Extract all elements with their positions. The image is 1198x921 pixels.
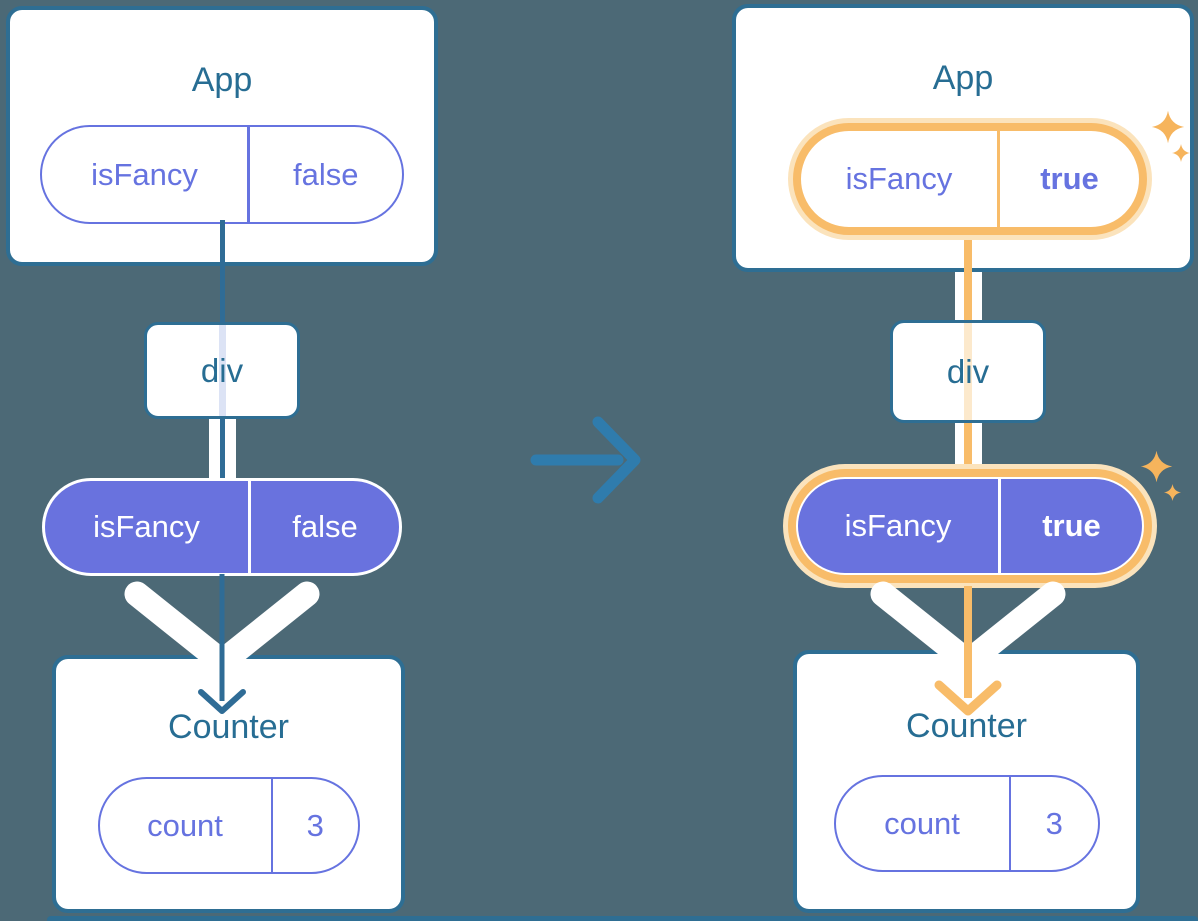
- after-app-title: App: [932, 59, 994, 97]
- before-div-box: div: [144, 322, 300, 419]
- ghost-line: [219, 325, 226, 416]
- after-app-pill-tail: [964, 236, 972, 272]
- after-div-label: div: [946, 352, 990, 390]
- after-app-div-connector: [955, 272, 982, 320]
- before-div-label: div: [200, 351, 244, 389]
- ghost-line: [964, 323, 972, 420]
- before-div-pill-connector: [209, 419, 236, 479]
- before-flow-arrow-icon: [124, 574, 320, 714]
- transition-arrow-right-icon: [530, 416, 641, 504]
- after-app-prop-pill: isFancy true: [788, 118, 1152, 240]
- sparkle-icon: [1140, 450, 1173, 483]
- before-passed-prop-pill: isFancy false: [42, 478, 402, 576]
- before-app-title: App: [191, 61, 253, 99]
- pill-divider: [247, 127, 250, 222]
- pill-divider: [248, 481, 251, 573]
- prop-name: isFancy: [845, 161, 953, 196]
- state-name: count: [147, 807, 223, 843]
- pill-divider: [1008, 777, 1011, 870]
- prop-name: isFancy: [91, 156, 198, 192]
- prop-value: false: [292, 509, 358, 544]
- sparkle-icon: [1151, 110, 1185, 144]
- before-app-div-connector: [220, 220, 225, 323]
- state-name: count: [884, 805, 960, 841]
- before-counter-state-pill: count 3: [97, 777, 360, 874]
- pill-divider: [998, 479, 1001, 573]
- pill-divider: [270, 779, 273, 872]
- prop-name: isFancy: [844, 508, 952, 543]
- cropped-card-edge: [47, 916, 1198, 921]
- after-div-box: div: [890, 320, 1046, 423]
- sparkle-icon: [1172, 144, 1190, 162]
- after-flow-arrow-icon: [870, 581, 1066, 716]
- state-value: 3: [1045, 805, 1063, 841]
- before-counter-title: Counter: [168, 708, 289, 746]
- prop-value: true: [1040, 161, 1099, 196]
- sparkle-icon: [1163, 483, 1182, 502]
- after-counter-state-pill: count 3: [833, 775, 1100, 872]
- prop-name: isFancy: [93, 509, 200, 544]
- before-app-prop-pill: isFancy false: [40, 125, 404, 224]
- after-div-pill-connector: [955, 423, 982, 467]
- prop-value: true: [1042, 508, 1101, 543]
- after-passed-prop-pill: isFancy true: [783, 464, 1157, 588]
- state-value: 3: [306, 807, 324, 843]
- prop-value: false: [293, 156, 359, 192]
- pill-divider: [997, 131, 1000, 227]
